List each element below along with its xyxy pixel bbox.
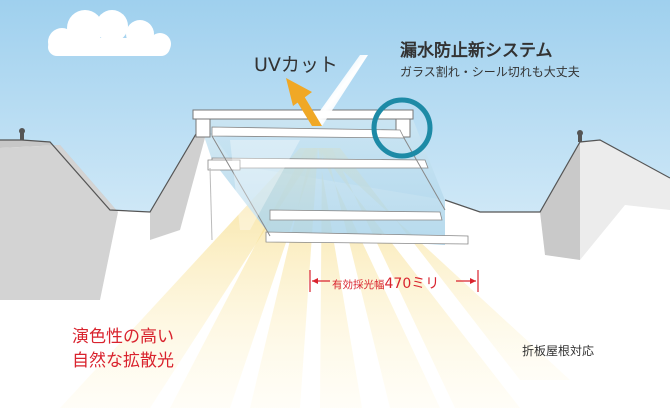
roof-outline-right bbox=[444, 139, 670, 213]
uv-cut-label: UVカット bbox=[254, 54, 338, 76]
diffused-light-line-2: 自然な拡散光 bbox=[72, 351, 174, 371]
effective-width-prefix: 有効採光幅 bbox=[332, 279, 385, 291]
effective-width-label: 有効採光幅470ミリ bbox=[332, 273, 439, 293]
cloud-icon bbox=[48, 10, 171, 56]
roof-bolt-left bbox=[19, 128, 25, 140]
arrow-up-left-icon bbox=[286, 78, 322, 126]
circle-highlight-icon bbox=[371, 97, 433, 159]
uv-beam bbox=[312, 55, 368, 126]
roof-shadow-mid bbox=[150, 134, 206, 240]
effective-width-value: 470ミリ bbox=[384, 276, 440, 292]
leak-prevention-title: 漏水防止新システム bbox=[400, 41, 553, 61]
roof-shadow-right bbox=[540, 142, 580, 260]
roof-bolt-right bbox=[577, 130, 583, 142]
roof-shadow-left-2 bbox=[0, 145, 118, 300]
leak-prevention-subtitle: ガラス割れ・シール切れも大丈夫 bbox=[400, 65, 580, 79]
diffused-light-line-1: 演色性の高い bbox=[72, 327, 174, 347]
dimension-line bbox=[309, 270, 479, 292]
folded-roof-label: 折板屋根対応 bbox=[522, 344, 595, 358]
roof-face-right bbox=[580, 140, 670, 260]
